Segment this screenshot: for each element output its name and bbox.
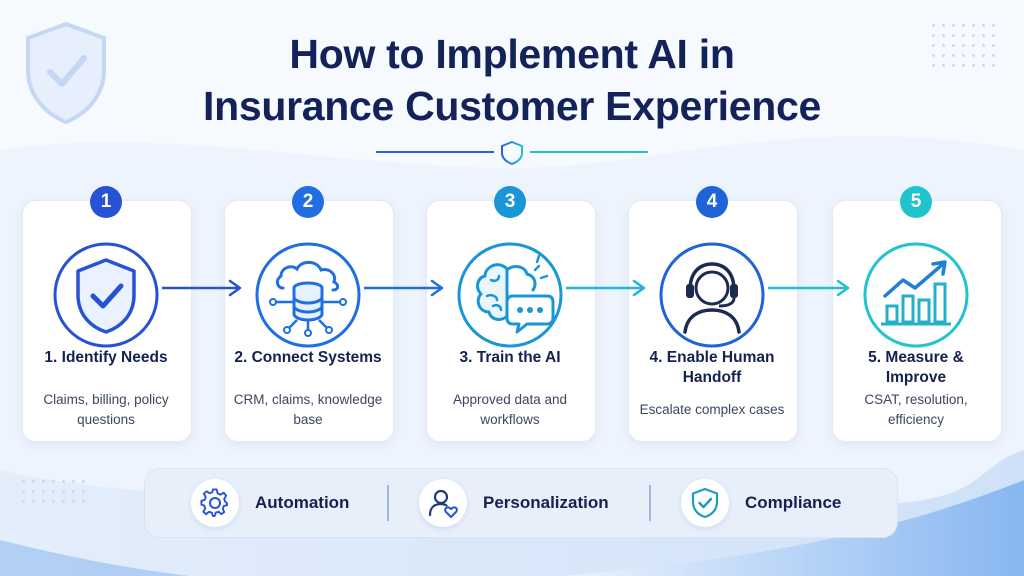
title-line-2: Insurance Customer Experience	[203, 83, 821, 129]
small-shield-icon	[501, 140, 523, 166]
shield-check-icon	[53, 242, 159, 348]
shield-check-icon	[681, 479, 729, 527]
step-card-2: 2 2. Connect Systems CRM, claims, knowle…	[224, 186, 394, 442]
step-card-3: 3 3. Train the AI Approved data and work…	[426, 186, 596, 442]
step-number-badge: 3	[494, 186, 526, 218]
step-card-background	[22, 200, 192, 442]
cloud-database-icon	[255, 242, 361, 348]
feature-label: Personalization	[483, 493, 609, 512]
step-number-badge: 1	[90, 186, 122, 218]
step-card-4: 4 4. Enable Human Handoff Escalate compl…	[628, 186, 798, 442]
feature-compliance: Compliance	[681, 469, 841, 537]
step-title: 2. Connect Systems	[234, 349, 382, 366]
step-title: 4. Enable Human Handoff	[649, 349, 775, 386]
page-title: How to Implement AI in Insurance Custome…	[0, 28, 1024, 132]
step-title: 1. Identify Needs	[44, 349, 168, 366]
decorative-dots	[22, 480, 92, 510]
step-description: CSAT, resolution, efficiency	[864, 392, 968, 427]
growth-chart-icon	[863, 242, 969, 348]
step-description: Escalate complex cases	[639, 402, 785, 417]
title-divider	[376, 140, 648, 166]
step-title: 3. Train the AI	[459, 349, 561, 366]
feature-personalization: Personalization	[419, 469, 609, 537]
step-description: Claims, billing, policy questions	[43, 392, 169, 427]
step-number-badge: 2	[292, 186, 324, 218]
feature-label: Compliance	[745, 493, 842, 512]
title-line-1: How to Implement AI in	[289, 31, 735, 77]
decorative-shield-icon	[26, 21, 106, 125]
brain-chat-icon	[457, 242, 563, 348]
flow-arrow-3-4	[566, 279, 646, 297]
user-heart-icon	[419, 479, 467, 527]
step-card-1: 1 1. Identify Needs Claims, billing, pol…	[22, 186, 192, 442]
step-number-badge: 5	[900, 186, 932, 218]
feature-divider	[387, 485, 389, 521]
feature-automation: Automation	[191, 469, 349, 537]
step-description: CRM, claims, knowledge base	[233, 392, 383, 427]
flow-arrow-4-5	[768, 279, 850, 297]
step-title: 5. Measure & Improve	[868, 349, 964, 386]
decorative-dots	[932, 24, 1002, 74]
feature-divider	[649, 485, 651, 521]
step-description: Approved data and workflows	[452, 392, 568, 427]
gear-icon	[191, 479, 239, 527]
step-number-badge: 4	[696, 186, 728, 218]
flow-arrow-2-3	[364, 279, 444, 297]
feature-bar: Automation Personalization Compliance	[144, 468, 898, 538]
step-card-5: 5 5. Measure & Improve CSAT, resolution,…	[832, 186, 1002, 442]
feature-label: Automation	[255, 493, 350, 512]
headset-agent-icon	[659, 242, 765, 348]
flow-arrow-1-2	[162, 279, 242, 297]
